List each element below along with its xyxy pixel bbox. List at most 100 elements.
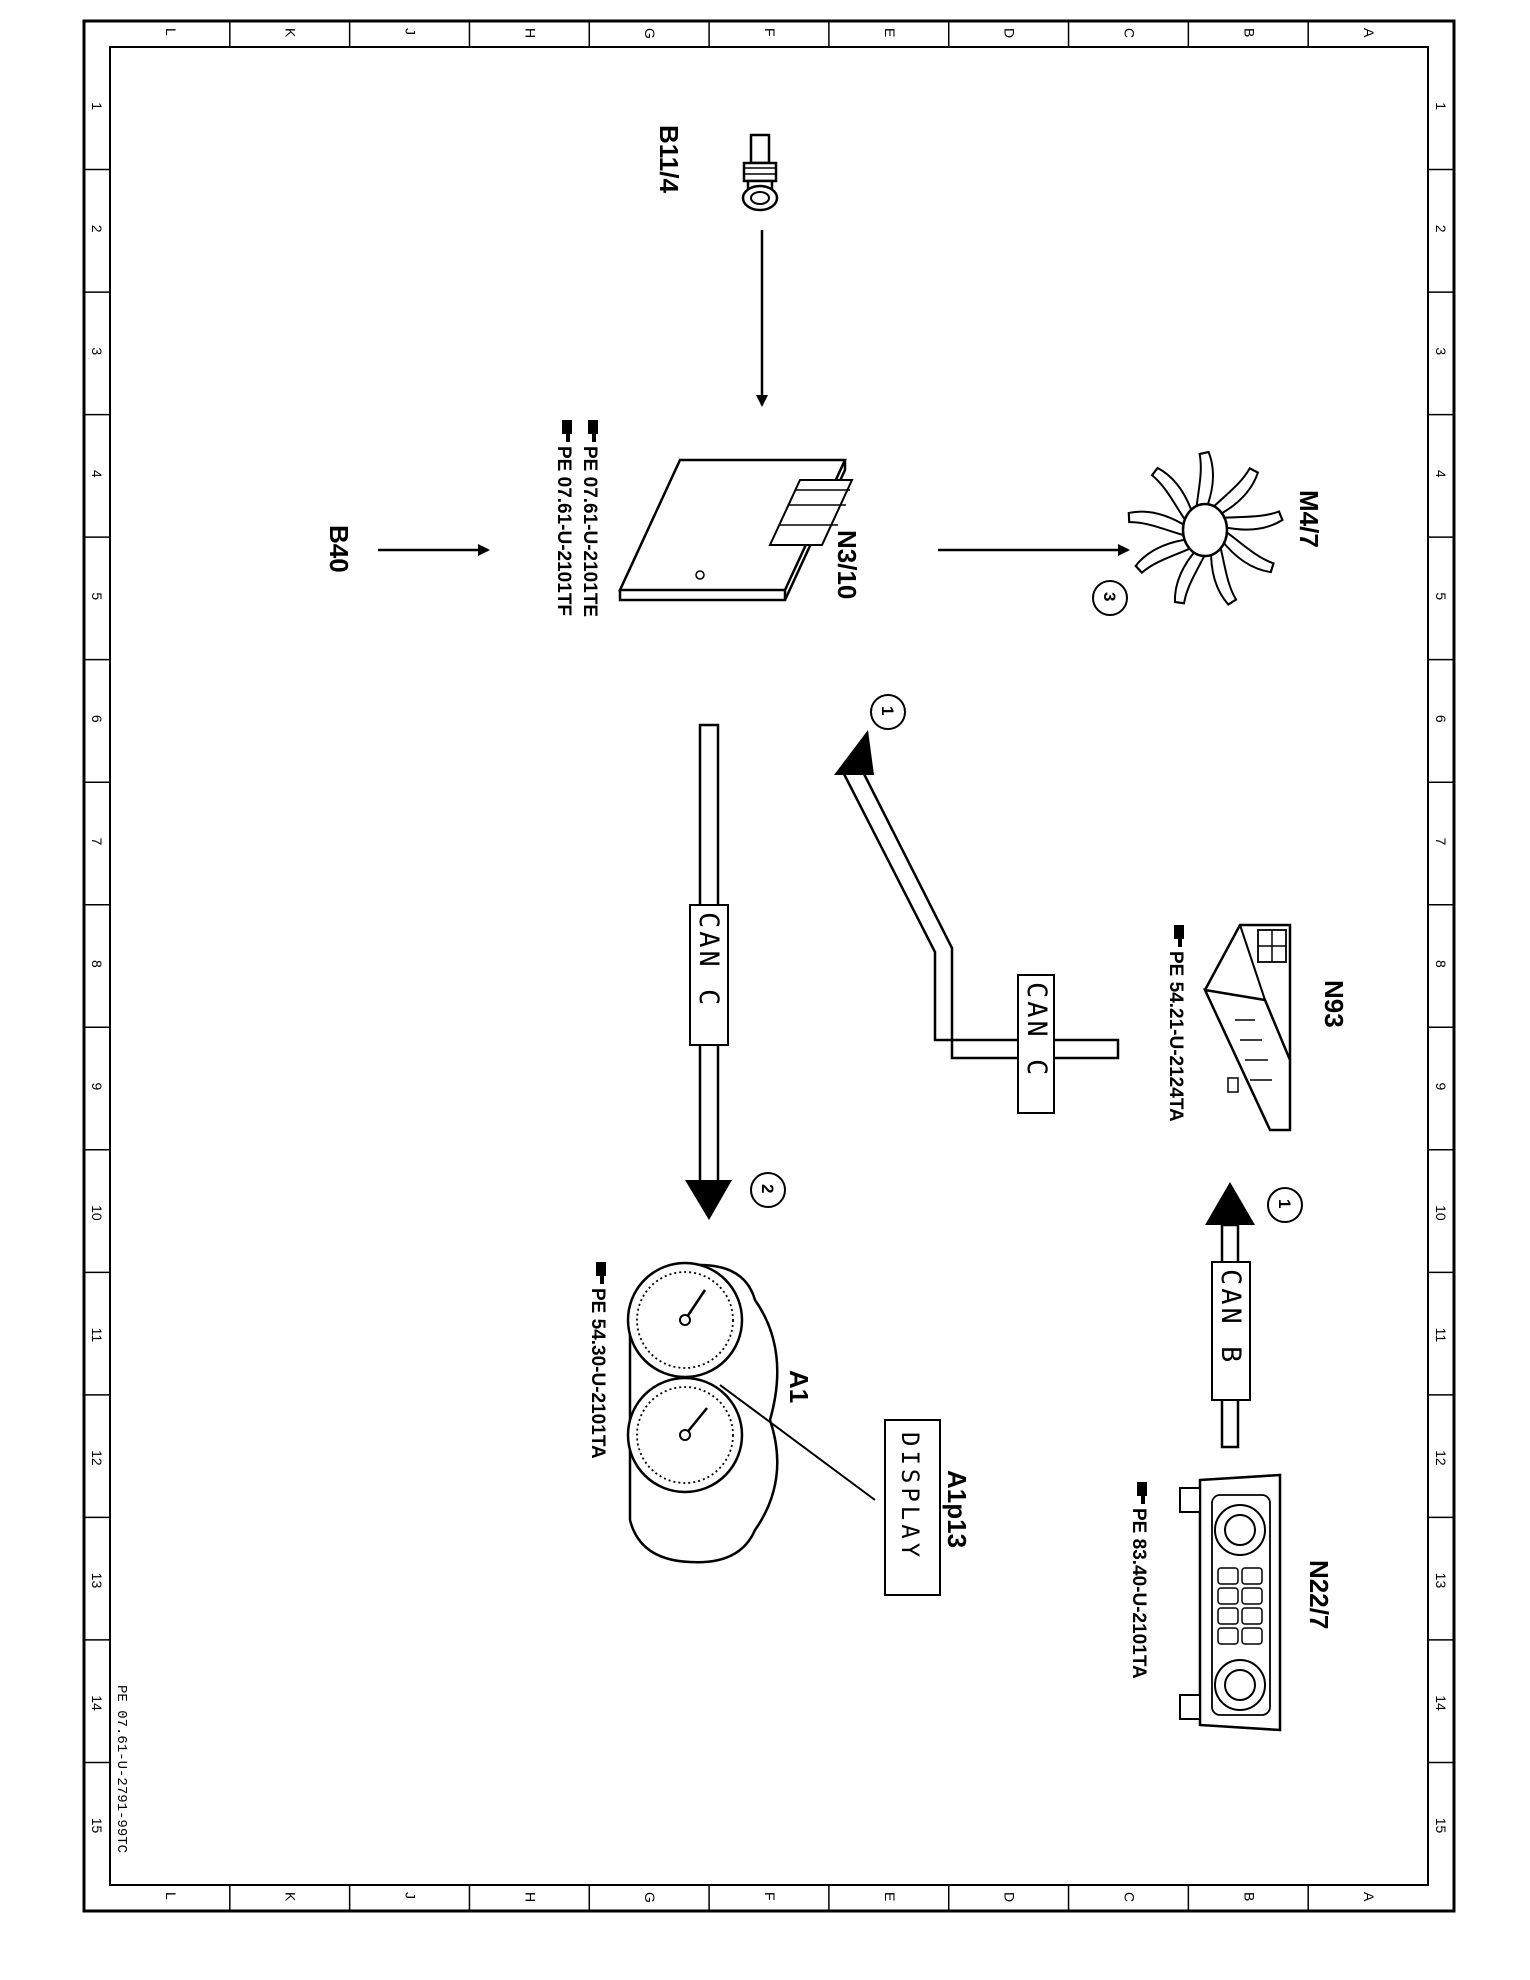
module-icon xyxy=(1202,923,1292,1132)
grid-row-number: 13 xyxy=(1433,1573,1449,1589)
n3-10-component: N3/10 PE 07.61-U-2101TE PE 07.61-U-2101T… xyxy=(553,420,862,617)
grid-row-number: 14 xyxy=(1433,1695,1449,1711)
can-c-bus-n93: CAN C xyxy=(834,730,1120,1114)
grid-column-letter: G xyxy=(642,1892,658,1903)
svg-text:1: 1 xyxy=(1275,1199,1294,1208)
grid-row-number: 2 xyxy=(89,225,105,233)
grid-row-number: 13 xyxy=(89,1573,105,1589)
grid-column-letter: H xyxy=(522,1892,538,1902)
svg-text:3: 3 xyxy=(1100,592,1119,601)
n93-label: N93 xyxy=(1319,980,1349,1028)
grid-row-number: 12 xyxy=(1433,1450,1449,1466)
grid-row-number: 7 xyxy=(89,837,105,845)
a1p13-display-text: DISPLAY xyxy=(896,1432,924,1561)
drawing-id: PE 07.61-U-2791-99TC xyxy=(113,1685,129,1853)
grid-row-number: 11 xyxy=(1433,1328,1449,1343)
grid-column-letter: D xyxy=(1002,1892,1018,1902)
n3-10-label: N3/10 xyxy=(832,530,862,599)
grid-row-number: 8 xyxy=(1433,960,1449,968)
grid-column-letter: K xyxy=(283,28,299,38)
grid-row-number: 1 xyxy=(1433,102,1449,110)
can-c-bus-main: CAN C xyxy=(685,723,732,1220)
svg-text:PE 54.21-U-2124TA: PE 54.21-U-2124TA xyxy=(1165,951,1186,1122)
grid-column-letter: H xyxy=(522,28,538,38)
can-c-label-n93: CAN C xyxy=(1021,982,1052,1078)
svg-text:PE 07.61-U-2101TF: PE 07.61-U-2101TF xyxy=(553,446,574,616)
m4-7-label: M4/7 xyxy=(1294,490,1324,548)
pointing-hand-icon xyxy=(1137,1482,1147,1504)
grid-column-letter: L xyxy=(163,1892,179,1900)
a1-label: A1 xyxy=(784,1370,814,1403)
grid-column-letter: G xyxy=(642,28,658,39)
svg-text:1: 1 xyxy=(878,706,897,715)
callout-1-top: 1 xyxy=(870,694,906,730)
grid-column-letter: E xyxy=(882,28,898,37)
n22-7-label: N22/7 xyxy=(1304,1560,1334,1629)
grid-column-letter: E xyxy=(882,1892,898,1901)
a1p13-component: DISPLAY A1p13 xyxy=(884,1419,972,1596)
grid-column-letter: K xyxy=(283,1892,299,1902)
b40-label: B40 xyxy=(324,525,354,573)
b11-4-component: B11/4 xyxy=(654,125,779,212)
temperature-sensor-icon xyxy=(741,133,779,212)
control-panel-icon xyxy=(1179,1473,1282,1732)
grid-row-number: 10 xyxy=(89,1205,105,1221)
fan-icon xyxy=(1127,450,1284,606)
grid-row-number: 9 xyxy=(89,1083,105,1091)
n22-7-component: N22/7 PE 83.40-U-2101TA xyxy=(1128,1473,1334,1732)
svg-text:PE 07.61-U-2101TE: PE 07.61-U-2101TE xyxy=(579,446,600,617)
grid-column-letter: A xyxy=(1361,1892,1377,1902)
grid-row-number: 4 xyxy=(1433,470,1449,478)
grid-column-letter: J xyxy=(403,1892,419,1899)
n93-ref: PE 54.21-U-2124TA xyxy=(1165,925,1186,1122)
svg-text:PE 83.40-U-2101TA: PE 83.40-U-2101TA xyxy=(1128,1508,1149,1679)
grid-row-number: 12 xyxy=(89,1450,105,1466)
callout-3: 3 xyxy=(1092,580,1128,616)
n22-7-ref: PE 83.40-U-2101TA xyxy=(1128,1482,1149,1679)
can-b-label: CAN B xyxy=(1215,1269,1246,1365)
grid-column-letter: F xyxy=(762,28,778,37)
pointing-hand-icon xyxy=(562,420,572,442)
grid-row-number: 6 xyxy=(1433,715,1449,723)
grid-row-number: 15 xyxy=(1433,1818,1449,1834)
grid-row-number: 3 xyxy=(89,347,105,355)
svg-text:PE 54.30-U-2101TA: PE 54.30-U-2101TA xyxy=(587,1288,608,1459)
grid-column-letter: C xyxy=(1121,28,1137,38)
grid-row-number: 5 xyxy=(1433,592,1449,600)
grid-row-number: 10 xyxy=(1433,1205,1449,1221)
grid-row-number: 9 xyxy=(1433,1083,1449,1091)
a1p13-label: A1p13 xyxy=(942,1470,972,1548)
grid-row-number: 1 xyxy=(89,102,105,110)
grid-row-number: 14 xyxy=(89,1695,105,1711)
grid-row-number: 4 xyxy=(89,470,105,478)
callout-1-right: 1 xyxy=(1267,1187,1303,1223)
grid-row-number: 7 xyxy=(1433,837,1449,845)
pointing-hand-icon xyxy=(588,420,598,442)
grid-column-letter: F xyxy=(762,1892,778,1901)
grid-column-letter: L xyxy=(163,28,179,36)
n93-component: N93 PE 54.21-U-2124TA xyxy=(1165,923,1349,1132)
grid-row-number: 6 xyxy=(89,715,105,723)
instrument-cluster-icon xyxy=(626,1261,779,1564)
grid-column-letter: D xyxy=(1002,28,1018,38)
grid-column-letter: J xyxy=(403,28,419,35)
grid-row-number: 5 xyxy=(89,592,105,600)
pointing-hand-icon xyxy=(1174,925,1184,947)
pointing-hand-icon xyxy=(596,1262,606,1284)
grid-row-number: 3 xyxy=(1433,347,1449,355)
b11-4-label: B11/4 xyxy=(654,125,684,193)
leader-a1-to-a1p13 xyxy=(719,1384,876,1501)
grid-column-letter: A xyxy=(1361,28,1377,38)
m4-7-component: M4/7 xyxy=(1127,450,1324,606)
a1-ref: PE 54.30-U-2101TA xyxy=(587,1262,608,1459)
grid-row-number: 11 xyxy=(89,1328,105,1343)
grid-column-letter: C xyxy=(1121,1892,1137,1902)
grid-row-number: 15 xyxy=(89,1818,105,1834)
a1-component: A1 PE 54.30-U-2101TA xyxy=(587,1261,814,1564)
control-unit-icon xyxy=(618,458,854,602)
svg-text:2: 2 xyxy=(758,1184,777,1193)
grid-column-letter: B xyxy=(1241,1892,1257,1901)
can-c-label-main: CAN C xyxy=(693,912,724,1008)
